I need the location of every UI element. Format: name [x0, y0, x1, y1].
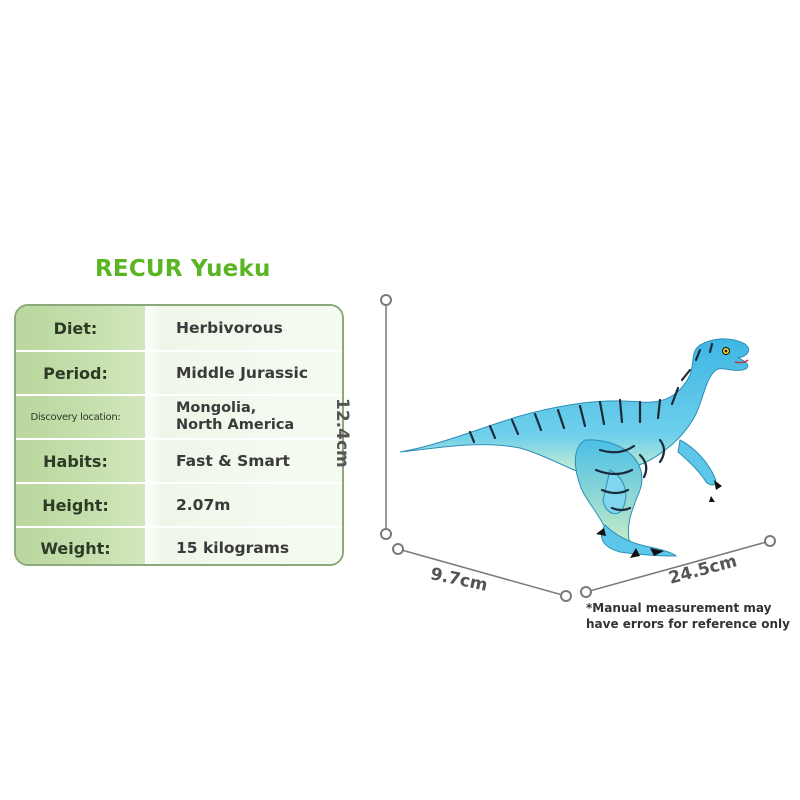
spec-value: Mongolia, North America	[145, 396, 342, 438]
row-divider	[16, 394, 342, 396]
spec-label: Diet:	[16, 306, 145, 350]
row-divider	[16, 438, 342, 440]
spec-value: 15 kilograms	[145, 528, 342, 564]
spec-value: 2.07m	[145, 484, 342, 526]
spec-row-discovery: Discovery location: Mongolia, North Amer…	[16, 396, 342, 438]
spec-row-habits: Habits: Fast & Smart	[16, 440, 342, 482]
spec-row-weight: Weight: 15 kilograms	[16, 528, 342, 564]
dimension-height-label: 12.4cm	[332, 398, 352, 468]
spec-value: Middle Jurassic	[145, 352, 342, 394]
product-title: RECUR Yueku	[95, 256, 271, 282]
row-divider	[16, 526, 342, 528]
spec-table: Diet: Herbivorous Period: Middle Jurassi…	[14, 304, 344, 566]
spec-value: Fast & Smart	[145, 440, 342, 482]
spec-label: Habits:	[16, 440, 145, 482]
spec-label: Weight:	[16, 528, 145, 564]
measurement-note: *Manual measurement may have errors for …	[586, 601, 790, 631]
spec-value: Herbivorous	[145, 306, 342, 350]
column-divider	[145, 306, 161, 564]
spec-row-period: Period: Middle Jurassic	[16, 352, 342, 394]
row-divider	[16, 350, 342, 352]
row-divider	[16, 482, 342, 484]
dinosaur-figure	[399, 338, 749, 558]
spec-row-diet: Diet: Herbivorous	[16, 306, 342, 350]
spec-row-height: Height: 2.07m	[16, 484, 342, 526]
spec-label: Period:	[16, 352, 145, 394]
spec-label: Height:	[16, 484, 145, 526]
dimension-lines	[380, 294, 776, 602]
spec-label: Discovery location:	[16, 396, 145, 438]
